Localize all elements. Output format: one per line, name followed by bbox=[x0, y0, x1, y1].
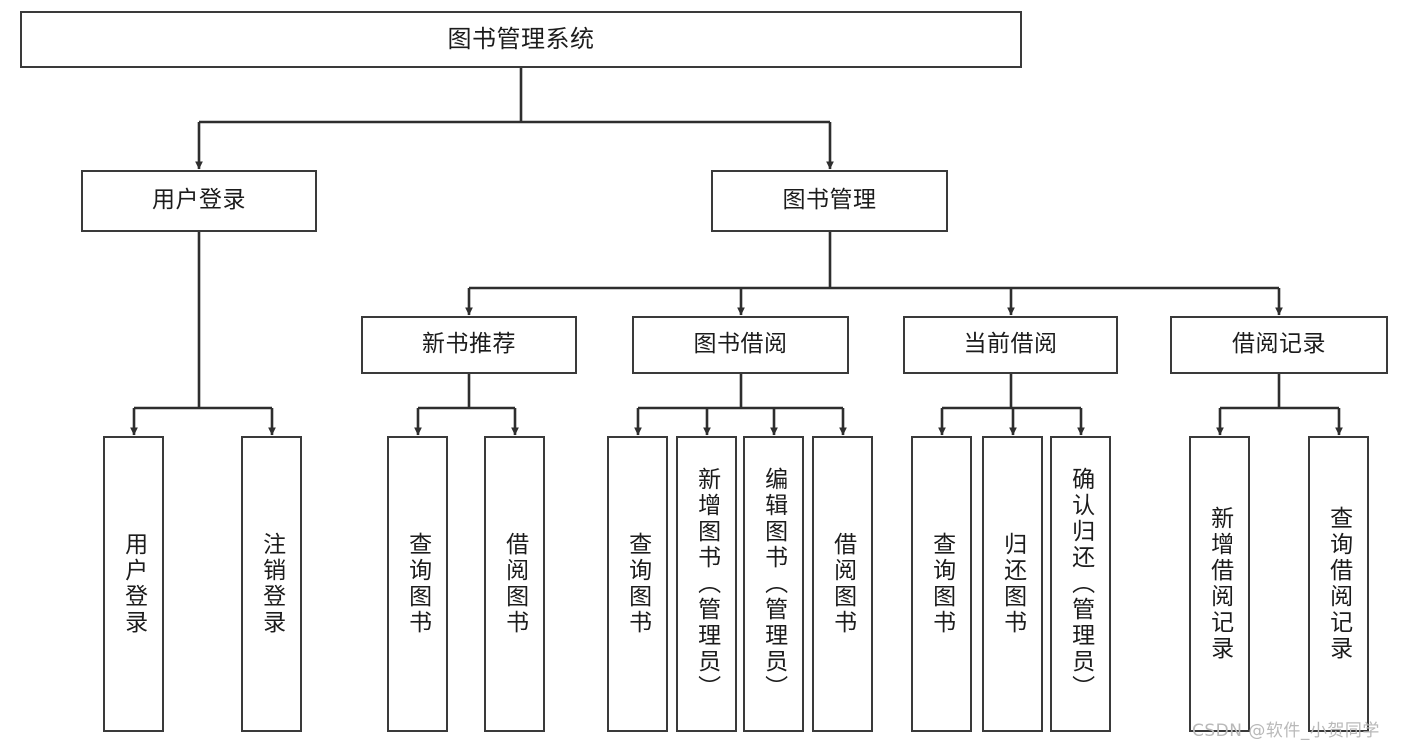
node-label-leaf-confirm-return: 确认归还（管理员） bbox=[1067, 467, 1094, 701]
node-book-manage[interactable]: 图书管理 bbox=[711, 170, 948, 232]
csdn-watermark: CSDN @软件_小贺同学 bbox=[1192, 721, 1380, 741]
node-label-leaf-add-record: 新增借阅记录 bbox=[1206, 506, 1233, 662]
node-leaf-edit-book[interactable]: 编辑图书（管理员） bbox=[743, 436, 804, 732]
node-root[interactable]: 图书管理系统 bbox=[20, 11, 1022, 68]
node-label-new-book-recommend: 新书推荐 bbox=[422, 331, 516, 358]
node-label-leaf-query-record: 查询借阅记录 bbox=[1325, 506, 1352, 662]
node-label-leaf-user-logout: 注销登录 bbox=[258, 532, 285, 636]
node-label-leaf-edit-book: 编辑图书（管理员） bbox=[760, 467, 787, 701]
node-leaf-user-login[interactable]: 用户登录 bbox=[103, 436, 164, 732]
node-label-root: 图书管理系统 bbox=[447, 25, 595, 54]
node-label-current-borrow: 当前借阅 bbox=[963, 331, 1058, 358]
node-label-leaf-query-book-2: 查询图书 bbox=[624, 532, 651, 636]
node-leaf-query-book-1[interactable]: 查询图书 bbox=[387, 436, 448, 732]
node-book-borrow[interactable]: 图书借阅 bbox=[632, 316, 849, 374]
node-label-leaf-borrow-book-1: 借阅图书 bbox=[501, 532, 528, 636]
node-leaf-borrow-book-2[interactable]: 借阅图书 bbox=[812, 436, 873, 732]
node-label-leaf-query-book-3: 查询图书 bbox=[928, 532, 955, 636]
node-leaf-query-book-2[interactable]: 查询图书 bbox=[607, 436, 668, 732]
node-current-borrow[interactable]: 当前借阅 bbox=[903, 316, 1118, 374]
node-leaf-user-logout[interactable]: 注销登录 bbox=[241, 436, 302, 732]
node-label-book-borrow: 图书借阅 bbox=[693, 331, 788, 358]
node-leaf-confirm-return[interactable]: 确认归还（管理员） bbox=[1050, 436, 1111, 732]
node-label-leaf-return-book: 归还图书 bbox=[999, 532, 1026, 636]
node-label-leaf-add-book: 新增图书（管理员） bbox=[693, 467, 720, 701]
node-leaf-return-book[interactable]: 归还图书 bbox=[982, 436, 1043, 732]
node-user-login[interactable]: 用户登录 bbox=[81, 170, 317, 232]
node-borrow-record[interactable]: 借阅记录 bbox=[1170, 316, 1388, 374]
node-new-book-recommend[interactable]: 新书推荐 bbox=[361, 316, 577, 374]
node-label-leaf-borrow-book-2: 借阅图书 bbox=[829, 532, 856, 636]
node-leaf-borrow-book-1[interactable]: 借阅图书 bbox=[484, 436, 545, 732]
node-label-user-login: 用户登录 bbox=[152, 187, 246, 214]
node-label-borrow-record: 借阅记录 bbox=[1232, 331, 1326, 358]
node-leaf-add-book[interactable]: 新增图书（管理员） bbox=[676, 436, 737, 732]
node-leaf-add-record[interactable]: 新增借阅记录 bbox=[1189, 436, 1250, 732]
edges-group bbox=[130, 68, 1343, 436]
node-label-book-manage: 图书管理 bbox=[782, 187, 877, 214]
node-leaf-query-book-3[interactable]: 查询图书 bbox=[911, 436, 972, 732]
node-label-leaf-user-login: 用户登录 bbox=[120, 532, 147, 636]
node-label-leaf-query-book-1: 查询图书 bbox=[404, 532, 431, 636]
node-leaf-query-record[interactable]: 查询借阅记录 bbox=[1308, 436, 1369, 732]
